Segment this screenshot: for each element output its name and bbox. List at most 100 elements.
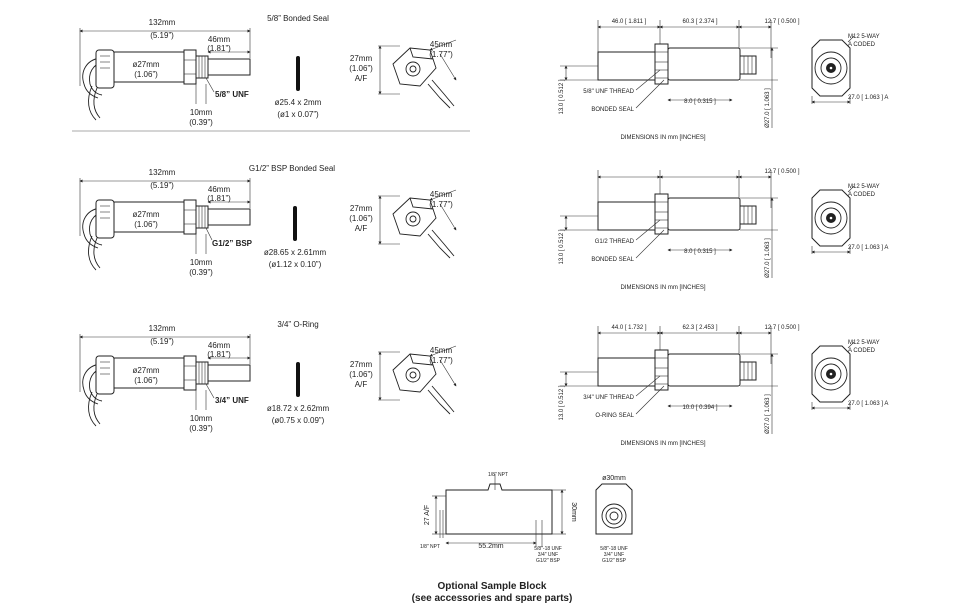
thread-label: 5/8” UNF	[215, 90, 249, 99]
probe-length-mm: 46mm	[208, 185, 231, 194]
probe-length-in: (1.81”)	[207, 350, 231, 359]
shoulder-in: (0.39”)	[189, 268, 213, 277]
m12-label: M12 5-WAY	[848, 340, 880, 346]
body-diameter-in: (1.06”)	[134, 376, 158, 385]
dim-diameter: Ø27.0 [ 1.063 ]	[765, 88, 771, 128]
dim-diameter: Ø27.0 [ 1.063 ]	[765, 238, 771, 278]
end-thread-2: 3/4" UNF	[604, 552, 624, 558]
seal-size-mm: ø25.4 x 2mm	[275, 98, 322, 107]
dim-connector: 12.7 [ 0.500 ]	[764, 325, 799, 331]
overall-length-mm: 132mm	[149, 18, 176, 27]
body-diameter-mm: ø27mm	[132, 210, 159, 219]
body-diameter-in: (1.06”)	[134, 220, 158, 229]
m12-label: M12 5-WAY	[848, 184, 880, 190]
af-in: (1.06”)	[349, 214, 373, 223]
dim-body: 60.3 [ 2.374 ]	[682, 19, 717, 25]
probe-length-mm: 46mm	[208, 35, 231, 44]
seal-callout: BONDED SEAL	[591, 107, 634, 113]
af-mm: 27mm	[350, 204, 373, 213]
sensor-side-view	[82, 199, 251, 271]
seal-size-mm: ø28.65 x 2.61mm	[264, 248, 327, 257]
dim-body: 62.3 [ 2.453 ]	[682, 325, 717, 331]
section-title: 3/4” O-Ring	[277, 320, 318, 329]
thread-label: G1/2” BSP	[212, 239, 253, 248]
m12-label: M12 5-WAY	[848, 34, 880, 40]
dim-height: 13.0 [ 0.512 ]	[559, 385, 565, 420]
af-label: A/F	[355, 224, 368, 233]
section-58-bonded-seal: 132mm (5.19”) 46mm (1.81”) ø27mm (1.06”)…	[79, 14, 888, 141]
seal-ring-profile	[293, 206, 297, 241]
overall-length-in: (5.19”)	[150, 31, 174, 40]
section-title: G1/2” BSP Bonded Seal	[249, 164, 335, 173]
af-mm: 27mm	[350, 360, 373, 369]
units-caption: DIMENSIONS IN mm [INCHES]	[620, 135, 705, 141]
diameter-label: ø30mm	[602, 475, 626, 482]
length-label: 55.2mm	[478, 543, 503, 550]
dim-connector: 12.7 [ 0.500 ]	[764, 169, 799, 175]
dim-height: 13.0 [ 0.512 ]	[559, 79, 565, 114]
probe-length-mm: 46mm	[208, 341, 231, 350]
af-in: (1.06”)	[349, 370, 373, 379]
probe-length-in: (1.81”)	[207, 194, 231, 203]
overall-length-in: (5.19”)	[150, 181, 174, 190]
connector-mm: 45mm	[430, 40, 453, 49]
af-label: 27 A/F	[424, 505, 431, 525]
af-mm: 27mm	[350, 54, 373, 63]
dim-hex: 8.0 [ 0.315 ]	[684, 99, 716, 105]
end-view-dim: 27.0 [ 1.063 ] A	[848, 95, 888, 101]
height-label: 30mm	[570, 502, 577, 522]
npt-top-label: 1/8" NPT	[488, 472, 508, 478]
body-diameter-in: (1.06”)	[134, 70, 158, 79]
dim-height: 13.0 [ 0.512 ]	[559, 229, 565, 264]
seal-size-in: (ø1.12 x 0.10”)	[269, 260, 322, 269]
thread-label: 3/4” UNF	[215, 396, 249, 405]
dim-hex: 10.0 [ 0.394 ]	[682, 405, 717, 411]
npt-left-label: 1/8" NPT	[420, 544, 440, 550]
thread-callout: G1/2 THREAD	[595, 239, 635, 245]
shoulder-in: (0.39”)	[189, 424, 213, 433]
dim-connector: 12.7 [ 0.500 ]	[764, 19, 799, 25]
overall-length-mm: 132mm	[149, 324, 176, 333]
connector-mm: 45mm	[430, 190, 453, 199]
body-diameter-mm: ø27mm	[132, 60, 159, 69]
side-thread-2: 3/4" UNF	[538, 552, 558, 558]
section-g12-bsp-bonded-seal: 132mm (5.19”) 46mm (1.81”) ø27mm (1.06”)…	[79, 164, 888, 291]
shoulder-in: (0.39”)	[189, 118, 213, 127]
overall-length-in: (5.19”)	[150, 337, 174, 346]
section-34-o-ring: 132mm (5.19”) 46mm (1.81”) ø27mm (1.06”)…	[79, 320, 888, 447]
seal-callout: BONDED SEAL	[591, 257, 634, 263]
seal-size-in: (ø0.75 x 0.09”)	[272, 416, 325, 425]
coding-label: A CODED	[848, 348, 876, 354]
coding-label: A CODED	[848, 42, 876, 48]
seal-ring-profile	[296, 56, 300, 91]
side-thread-1: 5/8"-18 UNF	[534, 546, 562, 552]
units-caption: DIMENSIONS IN mm [INCHES]	[620, 285, 705, 291]
footer-subtitle: (see accessories and spare parts)	[412, 593, 573, 604]
af-label: A/F	[355, 380, 368, 389]
af-in: (1.06”)	[349, 64, 373, 73]
sample-block: 1/8" NPT 27 A/F 30mm 1/8" NPT 55.2mm 5/8…	[420, 472, 633, 564]
shoulder-mm: 10mm	[190, 108, 213, 117]
sample-block-end	[595, 483, 633, 535]
probe-length-in: (1.81”)	[207, 44, 231, 53]
overall-length-mm: 132mm	[149, 168, 176, 177]
dim-probe: 44.0 [ 1.732 ]	[611, 325, 646, 331]
seal-ring-profile	[296, 362, 300, 397]
shoulder-mm: 10mm	[190, 258, 213, 267]
units-caption: DIMENSIONS IN mm [INCHES]	[620, 441, 705, 447]
footer-title: Optional Sample Block	[438, 581, 547, 592]
dim-probe: 46.0 [ 1.811 ]	[612, 19, 647, 25]
end-thread-1: 5/8"-18 UNF	[600, 546, 628, 552]
dim-diameter: Ø27.0 [ 1.063 ]	[765, 394, 771, 434]
seal-callout: O-RING SEAL	[595, 413, 634, 419]
dim-hex: 8.0 [ 0.315 ]	[684, 249, 716, 255]
end-thread-3: G1/2" BSP	[602, 558, 627, 564]
connector-in: (1.77”)	[429, 200, 453, 209]
end-view-dim: 27.0 [ 1.063 ] A	[848, 401, 888, 407]
section-title: 5/8” Bonded Seal	[267, 14, 329, 23]
seal-size-in: (ø1 x 0.07”)	[277, 110, 319, 119]
thread-callout: 5/8" UNF THREAD	[583, 89, 634, 95]
sample-block-side	[445, 483, 553, 535]
af-label: A/F	[355, 74, 368, 83]
